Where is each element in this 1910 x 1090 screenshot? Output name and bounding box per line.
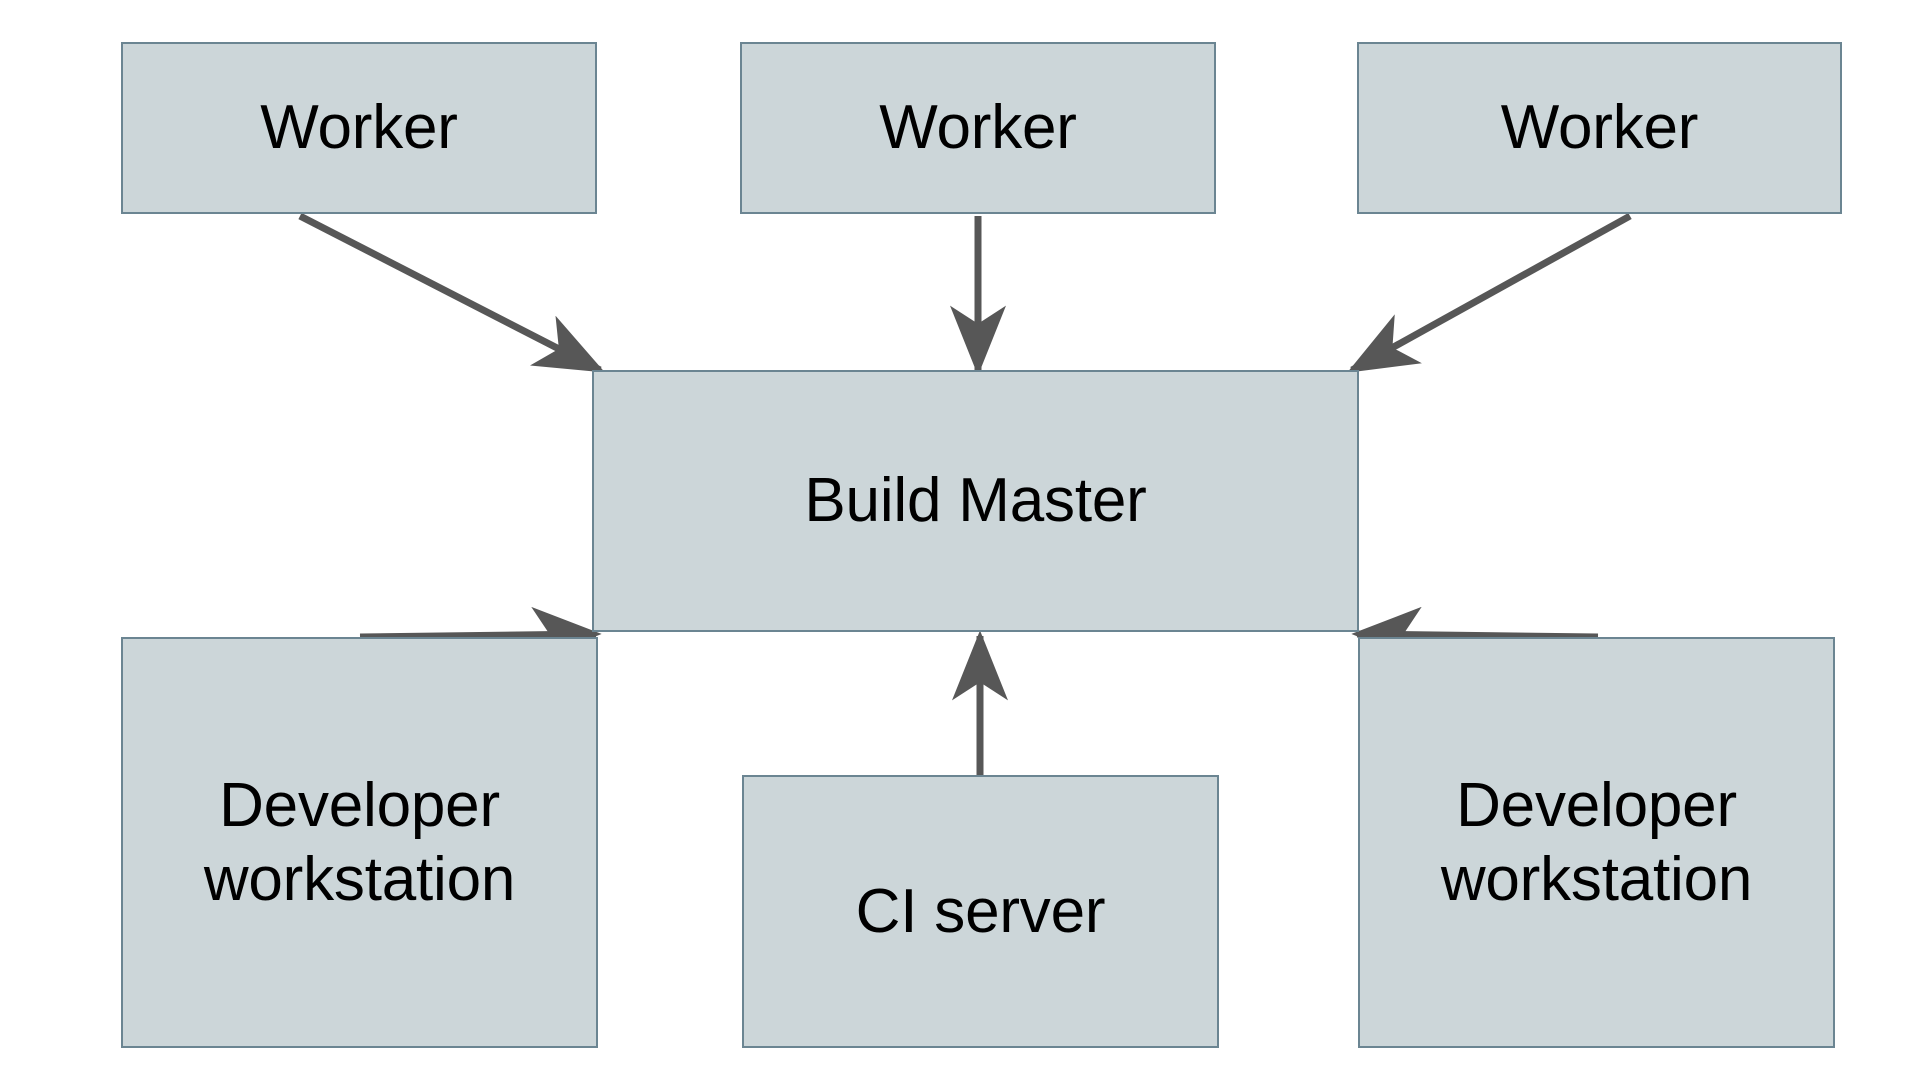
node-dev-bottom-right[interactable]: Developer workstation xyxy=(1358,637,1835,1048)
node-worker-top-right[interactable]: Worker xyxy=(1357,42,1842,214)
node-ci-server[interactable]: CI server xyxy=(742,775,1219,1048)
node-label-build-master: Build Master xyxy=(804,466,1147,536)
edge-worker-tr-to-master xyxy=(1347,212,1632,374)
node-label-dev-bottom-right: Developer workstation xyxy=(1440,771,1753,914)
node-worker-top-left[interactable]: Worker xyxy=(121,42,597,214)
edge-worker-tl-to-master xyxy=(298,212,605,374)
node-dev-bottom-left[interactable]: Developer workstation xyxy=(121,637,598,1048)
node-label-worker-top-left: Worker xyxy=(260,93,458,163)
node-label-worker-top-middle: Worker xyxy=(879,93,1077,163)
node-label-worker-top-right: Worker xyxy=(1500,93,1699,163)
node-label-ci-server: CI server xyxy=(855,876,1106,946)
node-label-dev-bottom-left: Developer workstation xyxy=(203,771,516,914)
node-build-master[interactable]: Build Master xyxy=(592,370,1359,632)
node-worker-top-middle[interactable]: Worker xyxy=(740,42,1216,214)
